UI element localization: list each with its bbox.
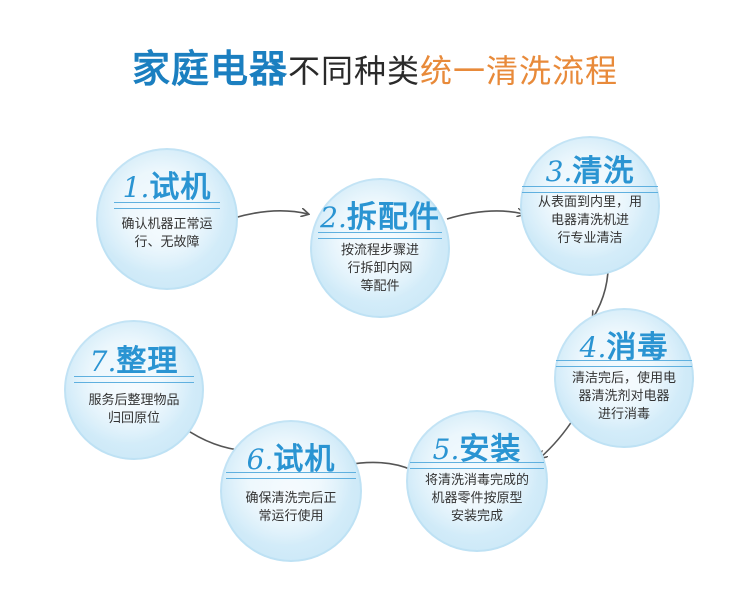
step-4-desc-line: 清洁完后，使用电: [571, 371, 676, 386]
step-3-desc-line: 电器清洗机进: [550, 213, 629, 228]
step-1-description: 确认机器正常运 行、无故障: [104, 216, 230, 252]
step-6-number: 6.: [246, 443, 274, 476]
step-2-title: 2.拆配件: [310, 192, 450, 236]
step-5-desc-line: 机器零件按原型: [431, 491, 523, 506]
step-3-circle: 3.清洗 从表面到内里，用 电器清洗机进 行专业清洁: [520, 136, 660, 276]
step-5-circle: 5.安装 将清洗消毒完成的 机器零件按原型 安装完成: [406, 410, 548, 552]
step-5-name: 安装: [459, 432, 522, 467]
step-2-number: 2.: [320, 201, 347, 234]
step-1-desc-line: 确认机器正常运: [121, 217, 213, 232]
step-4-title: 4.消毒: [554, 322, 694, 366]
step-3-desc-line: 行专业清洁: [557, 231, 623, 246]
step-4-circle: 4.消毒 清洁完后，使用电 器清洗剂对电器 进行消毒: [554, 308, 694, 448]
step-6-desc-line: 确保清洗完后正: [245, 491, 337, 506]
step-5-desc-line: 安装完成: [450, 509, 503, 524]
step-4-desc-line: 器清洗剂对电器: [578, 389, 670, 404]
step-5-title: 5.安装: [406, 424, 548, 468]
step-2-description: 按流程步骤进 行拆卸内网 等配件: [318, 242, 442, 296]
step-4-number: 4.: [579, 331, 607, 364]
step-7-circle: 7.整理 服务后整理物品 归回原位: [64, 320, 204, 460]
step-2-desc-line: 按流程步骤进: [340, 243, 419, 258]
step-1-circle: 1.试机 确认机器正常运 行、无故障: [96, 148, 238, 290]
step-7-title: 7.整理: [64, 336, 204, 380]
step-6-underline: [226, 472, 356, 479]
page-title: 家庭电器不同种类统一清洗流程: [0, 38, 750, 93]
title-part-2: 不同种类: [287, 52, 420, 90]
step-7-number: 7.: [89, 345, 117, 378]
step-5-desc-line: 将清洗消毒完成的: [424, 473, 529, 488]
step-3-name: 清洗: [572, 154, 635, 189]
step-1-underline: [114, 202, 220, 209]
step-6-desc-line: 常运行使用: [258, 509, 324, 524]
step-7-desc-line: 归回原位: [107, 411, 160, 426]
step-1-name: 试机: [149, 170, 212, 205]
step-4-description: 清洁完后，使用电 器清洗剂对电器 进行消毒: [554, 370, 694, 424]
step-3-desc-line: 从表面到内里，用: [537, 195, 642, 210]
step-7-name: 整理: [116, 344, 179, 379]
step-3-underline: [522, 186, 658, 193]
step-3-description: 从表面到内里，用 电器清洗机进 行专业清洁: [520, 194, 660, 248]
step-1-title: 1.试机: [96, 162, 238, 206]
step-5-number: 5.: [432, 433, 460, 466]
step-6-circle: 6.试机 确保清洗完后正 常运行使用: [220, 420, 362, 562]
step-2-underline: [318, 232, 442, 239]
step-6-description: 确保清洗完后正 常运行使用: [226, 490, 356, 526]
title-part-3: 统一清洗流程: [420, 52, 619, 90]
title-part-1: 家庭电器: [131, 47, 288, 91]
arrow-2-to-3: [446, 211, 524, 220]
step-7-description: 服务后整理物品 归回原位: [70, 392, 198, 428]
step-7-desc-line: 服务后整理物品: [88, 393, 180, 408]
arrow-1-to-2: [233, 211, 308, 219]
step-2-name: 拆配件: [346, 200, 440, 235]
step-4-desc-line: 进行消毒: [597, 407, 650, 422]
step-1-number: 1.: [122, 171, 150, 204]
step-1-desc-line: 行、无故障: [134, 235, 200, 250]
step-2-circle: 2.拆配件 按流程步骤进 行拆卸内网 等配件: [310, 178, 450, 318]
step-6-title: 6.试机: [220, 434, 362, 478]
step-4-underline: [556, 360, 692, 367]
step-3-title: 3.清洗: [520, 146, 660, 190]
step-5-underline: [410, 462, 544, 469]
step-3-number: 3.: [545, 155, 573, 188]
step-2-desc-line: 行拆卸内网: [347, 261, 413, 276]
step-5-description: 将清洗消毒完成的 机器零件按原型 安装完成: [406, 472, 548, 526]
step-2-desc-line: 等配件: [360, 279, 400, 294]
step-7-underline: [74, 376, 194, 383]
step-4-name: 消毒: [606, 330, 669, 365]
step-6-name: 试机: [273, 442, 336, 477]
